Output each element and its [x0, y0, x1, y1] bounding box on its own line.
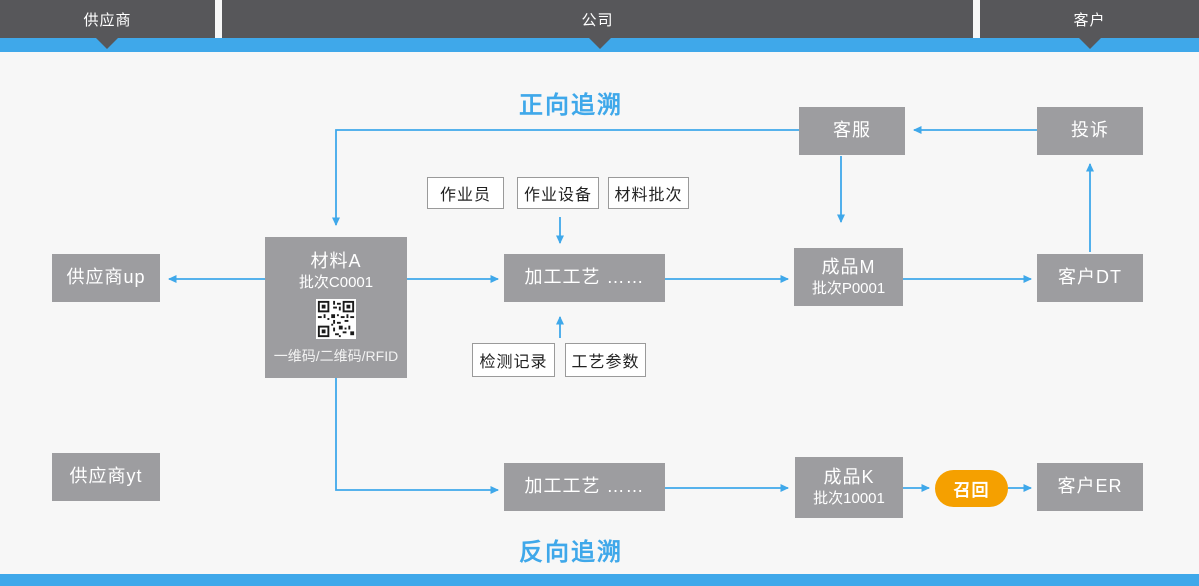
tag-material-batch: 材料批次 — [608, 177, 689, 209]
tag-material-batch-label: 材料批次 — [614, 187, 683, 204]
node-customer-service: 客服 — [799, 107, 905, 155]
lane-pointer-supplier-icon — [96, 38, 118, 49]
footer-accent-bar — [0, 574, 1199, 586]
node-complaint-label: 投诉 — [1071, 120, 1109, 141]
node-customer-dt: 客户DT — [1037, 254, 1143, 302]
node-product-m-batch: 批次P0001 — [811, 279, 886, 297]
node-material-a-code-caption: 一维码/二维码/RFID — [273, 347, 399, 364]
tag-process-params: 工艺参数 — [565, 343, 646, 377]
backward-trace-title: 反向追溯 — [519, 539, 623, 566]
node-process-1: 加工工艺 …… — [504, 254, 665, 302]
lane-company-label: 公司 — [581, 11, 614, 29]
recall-badge-label: 召回 — [953, 481, 990, 500]
node-product-k-batch: 批次10001 — [813, 490, 885, 508]
node-customer-dt-label: 客户DT — [1058, 267, 1122, 288]
recall-badge: 召回 — [935, 470, 1008, 507]
tag-equipment: 作业设备 — [517, 177, 599, 209]
tag-inspection-record-label: 检测记录 — [479, 354, 548, 371]
lane-customer-label: 客户 — [1073, 11, 1106, 29]
lane-company: 公司 — [222, 0, 973, 38]
node-customer-er-label: 客户ER — [1057, 476, 1123, 497]
node-process-1-label: 加工工艺 …… — [524, 267, 645, 288]
tag-inspection-record: 检测记录 — [472, 343, 555, 377]
lane-pointer-company-icon — [589, 38, 611, 49]
node-process-2: 加工工艺 …… — [504, 463, 665, 511]
tag-operator-label: 作业员 — [439, 187, 491, 204]
lane-pointer-customer-icon — [1079, 38, 1101, 49]
node-supplier-yt: 供应商yt — [52, 453, 160, 501]
node-product-m: 成品M 批次P0001 — [794, 248, 903, 306]
arrow-material-to-process2 — [335, 378, 499, 494]
tag-operator: 作业员 — [427, 177, 504, 209]
node-material-a-title: 材料A — [310, 250, 362, 271]
tag-process-params-label: 工艺参数 — [571, 354, 640, 371]
lane-supplier: 供应商 — [0, 0, 215, 38]
node-material-a: 材料A 批次C0001 一维码/二维码/RFID — [265, 237, 407, 378]
node-supplier-yt-label: 供应商yt — [69, 466, 143, 487]
node-product-k-title: 成品K — [823, 467, 875, 488]
node-complaint: 投诉 — [1037, 107, 1143, 155]
qr-code-icon — [316, 298, 356, 339]
node-customer-er: 客户ER — [1037, 463, 1143, 511]
tag-equipment-label: 作业设备 — [523, 187, 592, 204]
node-supplier-up: 供应商up — [52, 254, 160, 302]
node-product-m-title: 成品M — [821, 256, 876, 277]
node-supplier-up-label: 供应商up — [66, 267, 146, 288]
node-material-a-batch: 批次C0001 — [298, 274, 374, 292]
lane-supplier-label: 供应商 — [83, 11, 132, 29]
node-process-2-label: 加工工艺 …… — [524, 476, 645, 497]
node-customer-service-label: 客服 — [833, 120, 871, 141]
forward-trace-title: 正向追溯 — [519, 92, 623, 119]
node-product-k: 成品K 批次10001 — [795, 457, 903, 518]
lane-customer: 客户 — [980, 0, 1199, 38]
